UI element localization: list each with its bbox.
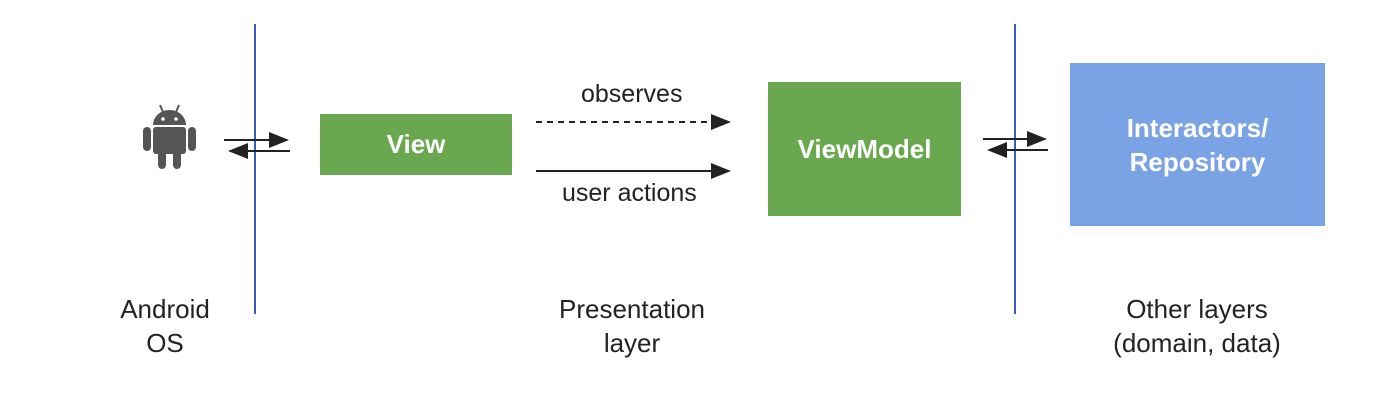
observes-label: observes bbox=[581, 80, 683, 108]
repository-box: Interactors/ Repository bbox=[1070, 63, 1325, 226]
other-layers-label: Other layers (domain, data) bbox=[1113, 294, 1281, 358]
view-box: View bbox=[320, 114, 512, 175]
user-actions-label: user actions bbox=[562, 179, 697, 207]
presentation-layer-label: Presentation layer bbox=[559, 294, 705, 358]
viewmodel-repository-arrows bbox=[983, 131, 1048, 158]
view-label: View bbox=[386, 129, 446, 159]
android-icon bbox=[143, 104, 196, 169]
os-view-arrows bbox=[224, 132, 290, 159]
repository-label: Interactors/ Repository bbox=[1126, 112, 1269, 177]
viewmodel-box: ViewModel bbox=[768, 82, 961, 216]
viewmodel-label: ViewModel bbox=[797, 133, 932, 164]
android-os-label: Android OS bbox=[120, 294, 210, 358]
